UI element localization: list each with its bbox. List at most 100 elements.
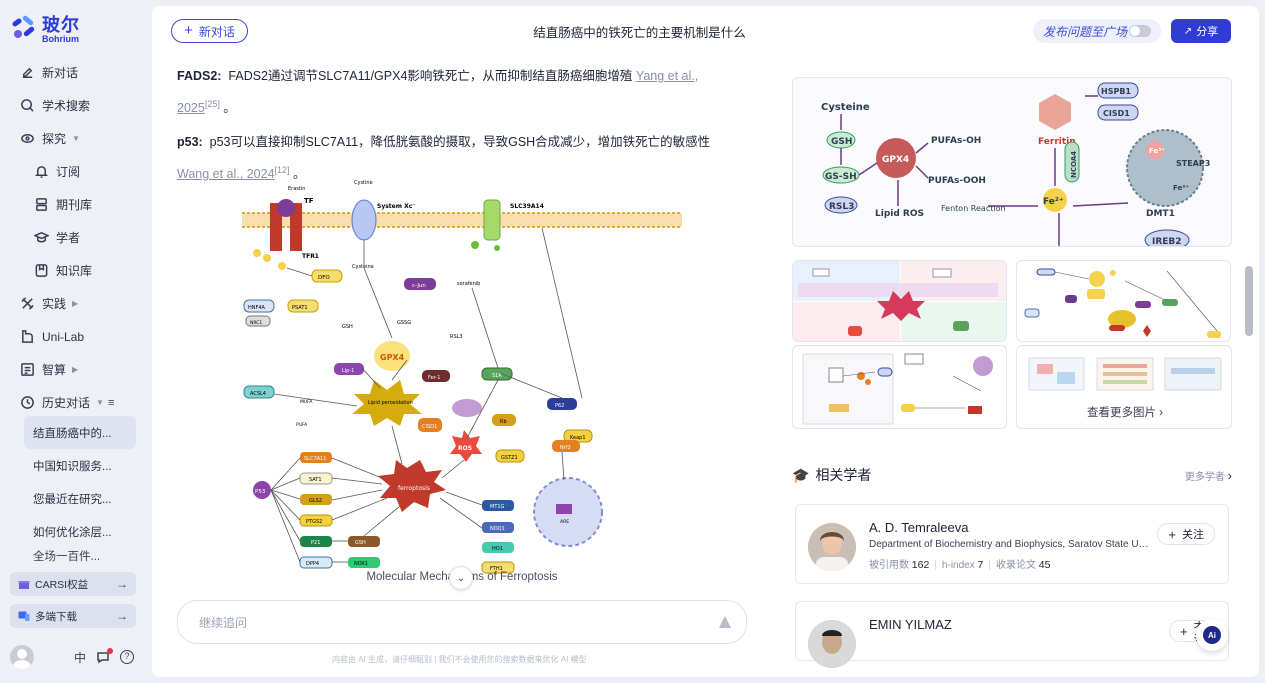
cystine-label: Cystine — [354, 180, 373, 186]
img-lipid-ros-label: Lipid ROS — [875, 209, 924, 219]
gsh-label: GSH — [342, 324, 353, 330]
nav-academic-search[interactable]: 学术搜索 — [0, 89, 150, 122]
nrc1-label: NRC1 — [250, 320, 262, 326]
ai-disclaimer: 内容由 AI 生成，请仔细甄别 | 我们不会使用您的搜索数据来优化 AI 模型 — [332, 655, 587, 664]
user-avatar[interactable] — [10, 645, 34, 669]
knowledge-icon — [33, 263, 49, 279]
help-icon[interactable]: ? — [120, 650, 135, 664]
carsi-button[interactable]: CARSI权益 → — [10, 572, 136, 596]
img-rsl3-label: RSL3 — [829, 202, 854, 212]
answer-paragraph-p53: p53: p53可以直接抑制SLC7A11，降低胱氨酸的摄取，导致GSH合成减少… — [177, 135, 711, 182]
plus-icon: + — [1180, 623, 1188, 639]
nav-uni-lab[interactable]: Uni-Lab — [0, 320, 150, 353]
img-fe2-label: Fe²⁺ — [1043, 197, 1064, 207]
mt1g-label: MT1G — [490, 504, 505, 510]
more-images-link[interactable]: 查看更多图片 › — [1086, 407, 1164, 419]
section-title: 相关学者 — [815, 467, 872, 483]
reference-marker[interactable]: [12] — [274, 165, 290, 176]
tfr1-label: TFR1 — [302, 253, 319, 260]
ai-assistant-button[interactable]: Ai — [1196, 619, 1228, 651]
edit-icon — [19, 65, 35, 81]
notification-dot — [107, 648, 114, 654]
nav-history[interactable]: 历史对话 ▼ ≡ — [0, 386, 150, 419]
nav-journals[interactable]: 期刊库 — [0, 188, 150, 221]
citation-link[interactable]: Wang et al., 2024 — [177, 167, 275, 182]
history-icon — [19, 395, 35, 411]
history-item[interactable]: 全场一百件... — [33, 551, 101, 562]
share-button[interactable]: ↗分享 — [1171, 19, 1231, 43]
message-icon[interactable] — [96, 648, 114, 664]
history-item[interactable]: 您最近在研究... — [33, 493, 112, 506]
img-gpx4-label: GPX4 — [882, 155, 909, 165]
citation-link[interactable]: Yang et al., 2025 — [177, 69, 699, 116]
history-item[interactable]: 中国知识服务... — [33, 460, 112, 473]
system-xc-label: System Xc⁻ — [377, 203, 415, 210]
devices-icon — [18, 611, 30, 621]
list-icon[interactable]: ≡ — [107, 396, 115, 409]
nox1-label: NOX1 — [354, 561, 368, 567]
brand-logo[interactable]: 玻尔 Bohrium — [11, 14, 80, 44]
brand-name-en: Bohrium — [42, 34, 79, 44]
history-item[interactable]: 如何优化涂层... — [33, 526, 112, 539]
language-toggle[interactable]: 中 — [74, 650, 87, 665]
keap1-label: Keap1 — [570, 435, 586, 441]
history-item[interactable]: 结直肠癌中的... — [24, 416, 136, 449]
chevron-right-icon: › — [1159, 407, 1164, 419]
chevron-right-icon: ▶ — [72, 365, 79, 374]
more-scholars-link[interactable]: 更多学者 › — [1184, 467, 1232, 483]
nqo1-label: NOQ1 — [490, 526, 505, 532]
send-icon[interactable] — [718, 615, 732, 629]
scholar-affiliation: Department of Biochemistry and Biophysic… — [869, 539, 1149, 550]
cisd1-label: CISD1 — [422, 424, 437, 430]
nav-new-chat[interactable]: 新对话 — [0, 56, 150, 89]
nav-practice[interactable]: 实践 ▶ — [0, 287, 150, 320]
reference-marker[interactable]: [25] — [204, 99, 220, 109]
scholar-stats: 被引用数 162|h-index 7|收录论文 45 — [869, 559, 1051, 571]
download-button[interactable]: 多端下载 → — [10, 604, 136, 628]
gls2-label: GLS2 — [309, 498, 322, 504]
scholar-card[interactable]: EMIN YILMAZ +关注 — [795, 601, 1229, 668]
erastin-label: Erastin — [288, 186, 305, 192]
follow-button[interactable]: +关注 — [1157, 523, 1215, 545]
scholar-name[interactable]: EMIN YILMAZ — [869, 617, 952, 632]
scholar-name[interactable]: A. D. Temraleeva — [869, 520, 969, 535]
more-images-card[interactable]: 查看更多图片 › — [1016, 345, 1232, 429]
ferroptosis-mechanism-figure[interactable]: TF TFR1 Erastin System Xc⁻ Cystine Cyste… — [242, 168, 682, 588]
nav-explore[interactable]: 探究 ▼ — [0, 122, 150, 155]
nav-scholars[interactable]: 学者 — [0, 221, 150, 254]
new-chat-button[interactable]: +新对话 — [171, 19, 248, 43]
scrollbar[interactable] — [1245, 56, 1253, 676]
sidebar-footer: 中 ? — [10, 645, 140, 669]
follow-up-input[interactable]: 继续追问 — [177, 600, 747, 644]
dfo-label: DFO — [318, 275, 330, 281]
cjun-label: c-Jun — [412, 283, 426, 289]
nav-knowledge-base[interactable]: 知识库 — [0, 254, 150, 287]
related-image-thumb[interactable] — [792, 345, 1007, 429]
rb-label: Rb — [500, 419, 507, 425]
related-image-main[interactable]: Cysteine GSH GS-SH RSL3 GPX4 PUFAs-OH PU… — [792, 77, 1232, 247]
toggle-switch[interactable] — [1129, 25, 1151, 37]
share-icon: ↗ — [1183, 25, 1193, 37]
related-image-thumb[interactable] — [792, 260, 1007, 342]
related-image-thumb[interactable] — [1016, 260, 1231, 342]
ai-icon: Ai — [1203, 626, 1221, 644]
scroll-down-button[interactable]: ⌄ — [449, 566, 473, 590]
plus-icon: + — [184, 22, 193, 39]
scrollbar-thumb[interactable] — [1245, 266, 1253, 336]
publish-to-square-toggle[interactable]: 发布问题至广场 — [1033, 19, 1161, 43]
chevron-down-icon: ▼ — [96, 398, 104, 407]
img-gsh-label: GSH — [831, 137, 852, 147]
nav-subscribe[interactable]: 订阅 — [0, 155, 150, 188]
gsh-node-label: GSH — [355, 540, 366, 546]
nav-compute[interactable]: 智算 ▶ — [0, 353, 150, 386]
chevron-right-icon: ▶ — [72, 299, 79, 308]
brand-name-cn: 玻尔 — [42, 15, 80, 35]
scholar-card[interactable]: A. D. Temraleeva Department of Biochemis… — [795, 504, 1229, 584]
gpx4-label: GPX4 — [380, 353, 405, 362]
answer-content: FADS2: FADS2通过调节SLC7A11/GPX4影响铁死亡，从而抑制结直… — [177, 62, 722, 188]
gstz1-label: GSTZ1 — [501, 455, 518, 461]
compute-icon — [19, 362, 35, 378]
p62-label: P62 — [555, 403, 564, 409]
practice-icon — [19, 296, 35, 312]
scholar-avatar — [808, 620, 856, 668]
